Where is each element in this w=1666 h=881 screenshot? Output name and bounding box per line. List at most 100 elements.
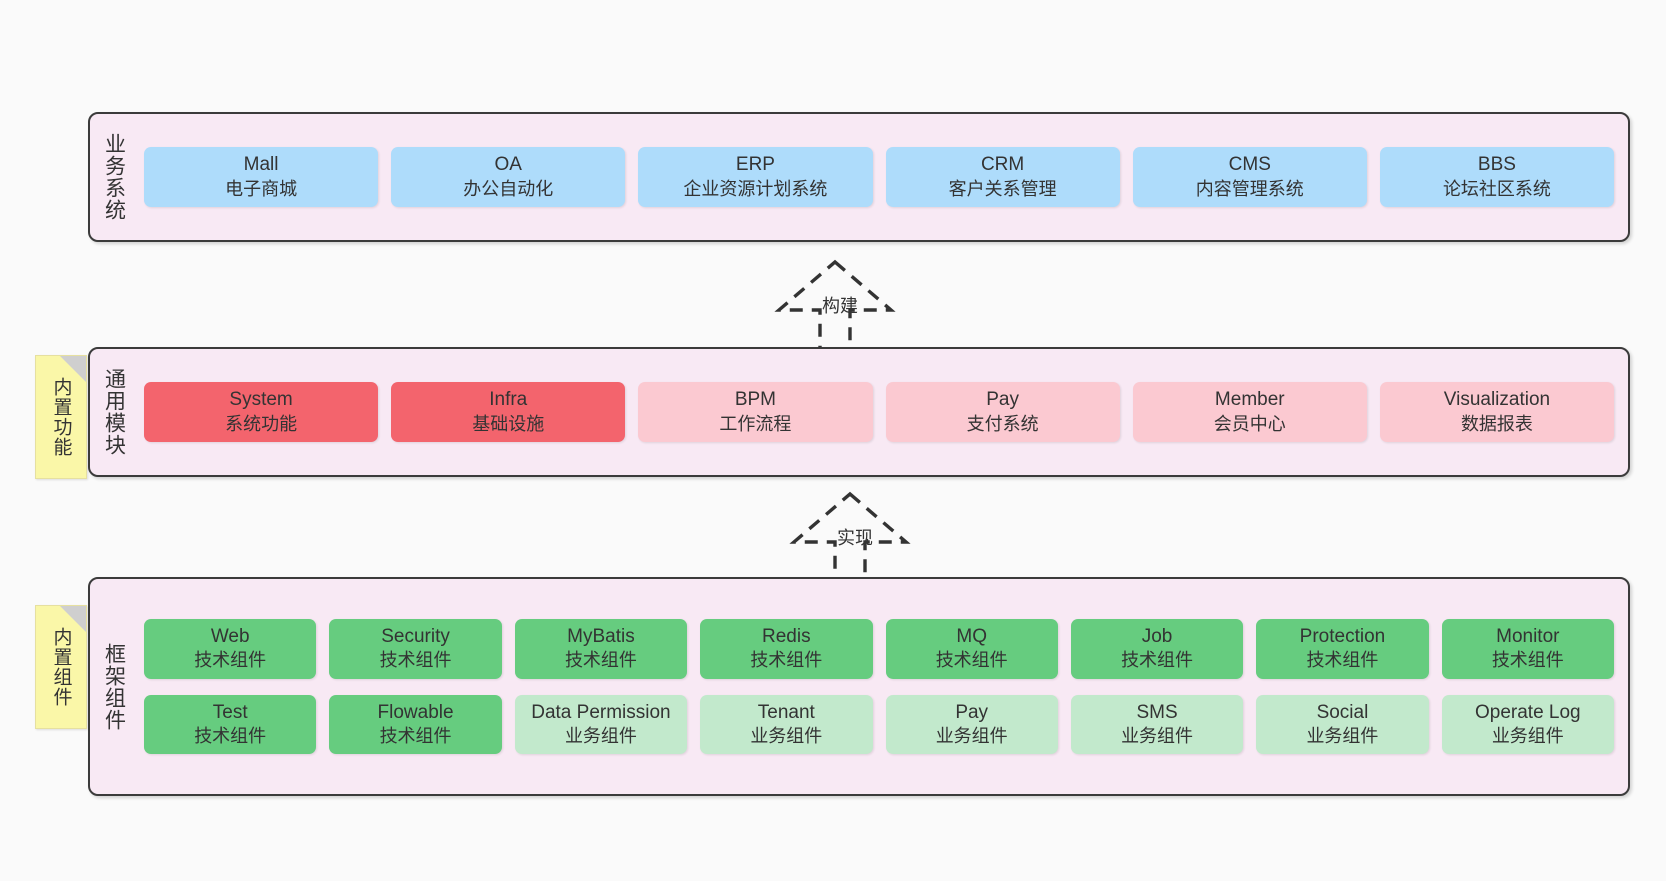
card-pay-component[interactable]: Pay 业务组件 <box>885 694 1058 754</box>
card-title-cn: 内容管理系统 <box>1195 178 1304 199</box>
card-title-en: Infra <box>489 389 528 411</box>
card-title-en: Data Permission <box>531 701 671 723</box>
card-title-cn: 办公自动化 <box>463 178 554 199</box>
arrow-label-impl: 实现 <box>837 528 873 548</box>
card-title-en: BPM <box>734 389 777 411</box>
card-monitor[interactable]: Monitor 技术组件 <box>1441 619 1614 679</box>
note-text: 内置功能 <box>50 377 72 457</box>
note-text: 内置组件 <box>50 627 72 707</box>
card-title-cn: 技术组件 <box>1491 650 1564 671</box>
card-mall[interactable]: Mall 电子商城 <box>144 147 379 207</box>
card-title-en: MQ <box>956 626 987 648</box>
card-security[interactable]: Security 技术组件 <box>329 619 502 679</box>
card-title-cn: 业务组件 <box>1306 725 1379 746</box>
card-row: Web 技术组件 Security 技术组件 MyBatis 技术组件 Redi… <box>144 619 1614 679</box>
card-title-en: SMS <box>1136 701 1178 723</box>
card-bbs[interactable]: BBS 论坛社区系统 <box>1379 147 1615 207</box>
layer-framework-components: 框架组件 Web 技术组件 Security 技术组件 MyBatis 技术组件… <box>88 577 1630 796</box>
card-title-en: CMS <box>1228 154 1271 176</box>
card-member[interactable]: Member 会员中心 <box>1132 382 1367 442</box>
layer-body-framework: Web 技术组件 Security 技术组件 MyBatis 技术组件 Redi… <box>138 579 1628 794</box>
arrow-build: 构建 <box>760 258 910 352</box>
card-pay[interactable]: Pay 支付系统 <box>885 382 1120 442</box>
card-title-cn: 支付系统 <box>966 413 1039 434</box>
card-data-permission[interactable]: Data Permission 业务组件 <box>514 694 688 754</box>
layer-body-modules: System 系统功能 Infra 基础设施 BPM 工作流程 Pay 支付系统… <box>138 349 1628 475</box>
layer-business-systems: 业务系统 Mall 电子商城 OA 办公自动化 ERP 企业资源计划系统 CRM… <box>88 112 1630 242</box>
card-row: Test 技术组件 Flowable 技术组件 Data Permission … <box>144 694 1614 754</box>
card-social[interactable]: Social 业务组件 <box>1256 694 1429 754</box>
card-title-en: Tenant <box>757 701 815 723</box>
card-title-cn: 技术组件 <box>750 650 823 671</box>
card-title-cn: 技术组件 <box>564 650 637 671</box>
card-system[interactable]: System 系统功能 <box>144 382 379 442</box>
card-title-cn: 系统功能 <box>225 413 298 434</box>
layer-common-modules: 通用模块 System 系统功能 Infra 基础设施 BPM 工作流程 Pay… <box>88 347 1630 477</box>
arrow-shape <box>789 491 911 584</box>
card-cms[interactable]: CMS 内容管理系统 <box>1132 147 1367 207</box>
card-title-en: OA <box>494 154 522 176</box>
card-title-cn: 技术组件 <box>1306 650 1379 671</box>
card-title-en: Redis <box>762 626 811 648</box>
card-title-cn: 电子商城 <box>225 178 298 199</box>
card-title-cn: 会员中心 <box>1213 413 1286 434</box>
card-title-en: Protection <box>1299 626 1386 648</box>
card-title-cn: 业务组件 <box>1491 725 1564 746</box>
card-title-en: Visualization <box>1443 389 1551 411</box>
card-infra[interactable]: Infra 基础设施 <box>391 382 626 442</box>
card-title-cn: 企业资源计划系统 <box>683 178 828 199</box>
card-title-en: MyBatis <box>567 626 635 648</box>
card-title-cn: 基础设施 <box>472 413 545 434</box>
card-mq[interactable]: MQ 技术组件 <box>885 619 1058 679</box>
card-test[interactable]: Test 技术组件 <box>144 694 317 754</box>
card-job[interactable]: Job 技术组件 <box>1070 619 1244 679</box>
card-title-cn: 业务组件 <box>1121 725 1194 746</box>
note-builtin-functions: 内置功能 <box>35 355 87 479</box>
card-title-en: Social <box>1316 701 1369 723</box>
card-bpm[interactable]: BPM 工作流程 <box>638 382 873 442</box>
card-web[interactable]: Web 技术组件 <box>144 619 317 679</box>
card-flowable[interactable]: Flowable 技术组件 <box>329 694 502 754</box>
card-oa[interactable]: OA 办公自动化 <box>391 147 626 207</box>
card-operate-log[interactable]: Operate Log 业务组件 <box>1441 694 1614 754</box>
card-title-cn: 客户关系管理 <box>948 178 1057 199</box>
note-builtin-components: 内置组件 <box>35 605 87 729</box>
card-title-en: Member <box>1214 389 1285 411</box>
card-title-cn: 业务组件 <box>750 725 823 746</box>
card-redis[interactable]: Redis 技术组件 <box>700 619 873 679</box>
card-title-en: Flowable <box>377 701 454 723</box>
card-title-cn: 工作流程 <box>719 413 792 434</box>
card-title-cn: 数据报表 <box>1460 413 1533 434</box>
card-title-en: Test <box>212 701 248 723</box>
card-title-cn: 技术组件 <box>194 725 267 746</box>
card-title-en: Pay <box>986 389 1019 411</box>
card-title-cn: 技术组件 <box>1121 650 1194 671</box>
card-crm[interactable]: CRM 客户关系管理 <box>885 147 1120 207</box>
card-title-cn: 技术组件 <box>935 650 1008 671</box>
card-title-cn: 技术组件 <box>379 725 452 746</box>
card-title-en: Web <box>210 626 250 648</box>
card-title-en: Mall <box>243 154 279 176</box>
card-protection[interactable]: Protection 技术组件 <box>1256 619 1429 679</box>
card-title-cn: 业务组件 <box>935 725 1008 746</box>
card-title-cn: 业务组件 <box>564 725 637 746</box>
card-title-en: Pay <box>955 701 989 723</box>
arrow-label-build: 构建 <box>822 296 858 316</box>
card-visualization[interactable]: Visualization 数据报表 <box>1379 382 1615 442</box>
card-title-cn: 技术组件 <box>194 650 267 671</box>
card-title-en: Monitor <box>1496 626 1560 648</box>
card-title-en: CRM <box>980 154 1025 176</box>
layer-title-business: 业务系统 <box>102 133 126 221</box>
card-title-en: ERP <box>735 154 775 176</box>
card-title-en: System <box>229 389 293 411</box>
card-erp[interactable]: ERP 企业资源计划系统 <box>638 147 873 207</box>
layer-title-framework: 框架组件 <box>102 642 126 731</box>
layer-title-modules: 通用模块 <box>102 368 126 456</box>
card-title-en: Security <box>381 626 450 648</box>
card-mybatis[interactable]: MyBatis 技术组件 <box>514 619 688 679</box>
card-sms[interactable]: SMS 业务组件 <box>1070 694 1244 754</box>
card-title-en: BBS <box>1477 154 1516 176</box>
card-title-en: Operate Log <box>1474 701 1581 723</box>
arrow-shape <box>774 259 896 352</box>
card-tenant[interactable]: Tenant 业务组件 <box>700 694 873 754</box>
